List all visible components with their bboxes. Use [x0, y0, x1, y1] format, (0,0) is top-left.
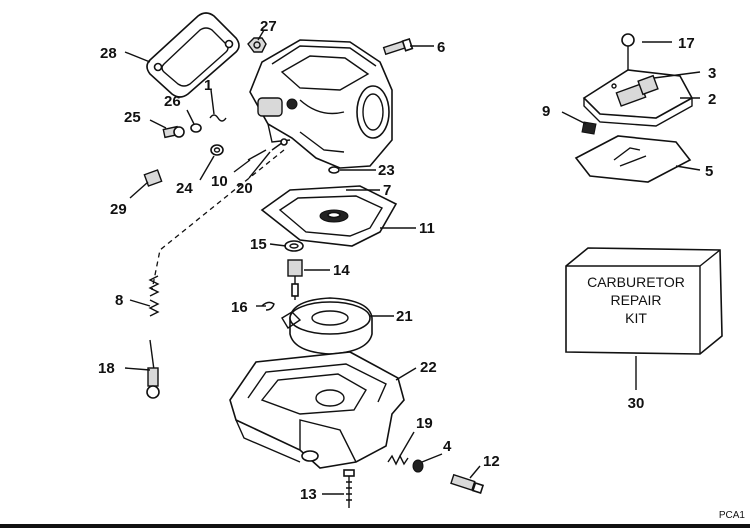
label-1: 1	[204, 77, 212, 94]
kit-label-line-1: CARBURETOR	[587, 274, 685, 290]
label-21: 21	[396, 308, 413, 325]
part-7-seal	[319, 209, 349, 223]
part-12-fitting	[450, 473, 485, 495]
part-8-spring	[148, 275, 160, 317]
part-20-pin	[271, 138, 288, 151]
label-12: 12	[483, 453, 500, 470]
part-24-washer	[210, 144, 224, 156]
label-14: 14	[333, 262, 350, 279]
callout-labels: 28 27 6 1 26 25 24 10 20 29 23 7 11 15 1…	[98, 18, 716, 503]
label-30: 30	[628, 395, 645, 412]
part-18-adjusting-screw	[146, 339, 160, 399]
part-30-repair-kit-box: CARBURETOR REPAIR KIT	[565, 247, 723, 355]
part-6-screw	[382, 38, 414, 56]
kit-label-line-3: KIT	[625, 310, 647, 326]
dashed-assembly-path	[151, 149, 285, 291]
part-29-fitting	[143, 169, 163, 187]
label-20: 20	[236, 180, 253, 197]
part-21-float	[281, 297, 373, 355]
label-26: 26	[164, 93, 181, 110]
label-28: 28	[100, 45, 117, 62]
part-27-nut	[247, 37, 267, 53]
bottom-border-rule	[0, 524, 750, 528]
part-16-clip	[261, 301, 275, 311]
part-1-spring	[209, 114, 227, 122]
label-24: 24	[176, 180, 193, 197]
part-15-washer	[284, 240, 304, 252]
label-10: 10	[211, 173, 228, 190]
label-9: 9	[542, 103, 550, 120]
carburetor-body	[249, 39, 393, 169]
label-5: 5	[705, 163, 713, 180]
label-7: 7	[383, 182, 391, 199]
label-27: 27	[260, 18, 277, 35]
part-26-washer	[190, 123, 202, 133]
label-22: 22	[420, 359, 437, 376]
part-23-o-ring	[328, 166, 340, 174]
label-15: 15	[250, 236, 267, 253]
label-3: 3	[708, 65, 716, 82]
label-11: 11	[419, 220, 435, 237]
part-9-spring	[581, 121, 597, 135]
label-16: 16	[231, 299, 248, 316]
part-4-washer	[412, 459, 424, 473]
part-28-flange-gasket	[146, 12, 240, 98]
label-2: 2	[708, 91, 716, 108]
kit-label-line-2: REPAIR	[610, 292, 661, 308]
part-19-spring	[387, 454, 409, 466]
part-5-diaphragm	[574, 135, 692, 183]
label-29: 29	[110, 201, 127, 218]
label-6: 6	[437, 39, 445, 56]
label-13: 13	[300, 486, 317, 503]
part-10-pin	[247, 149, 267, 161]
leader-lines	[124, 29, 701, 495]
part-17-screw	[621, 33, 635, 70]
part-22-float-bowl	[229, 351, 405, 469]
label-8: 8	[115, 292, 123, 309]
label-18: 18	[98, 360, 115, 377]
part-13-screw	[343, 469, 355, 508]
figure-code: PCA1	[719, 510, 746, 521]
label-23: 23	[378, 162, 395, 179]
part-3-valve	[615, 74, 659, 107]
part-14-needle-seat	[287, 259, 303, 300]
label-4: 4	[443, 438, 452, 455]
label-25: 25	[124, 109, 141, 126]
label-17: 17	[678, 35, 695, 52]
part-25-screw	[162, 125, 185, 139]
label-19: 19	[416, 415, 433, 432]
